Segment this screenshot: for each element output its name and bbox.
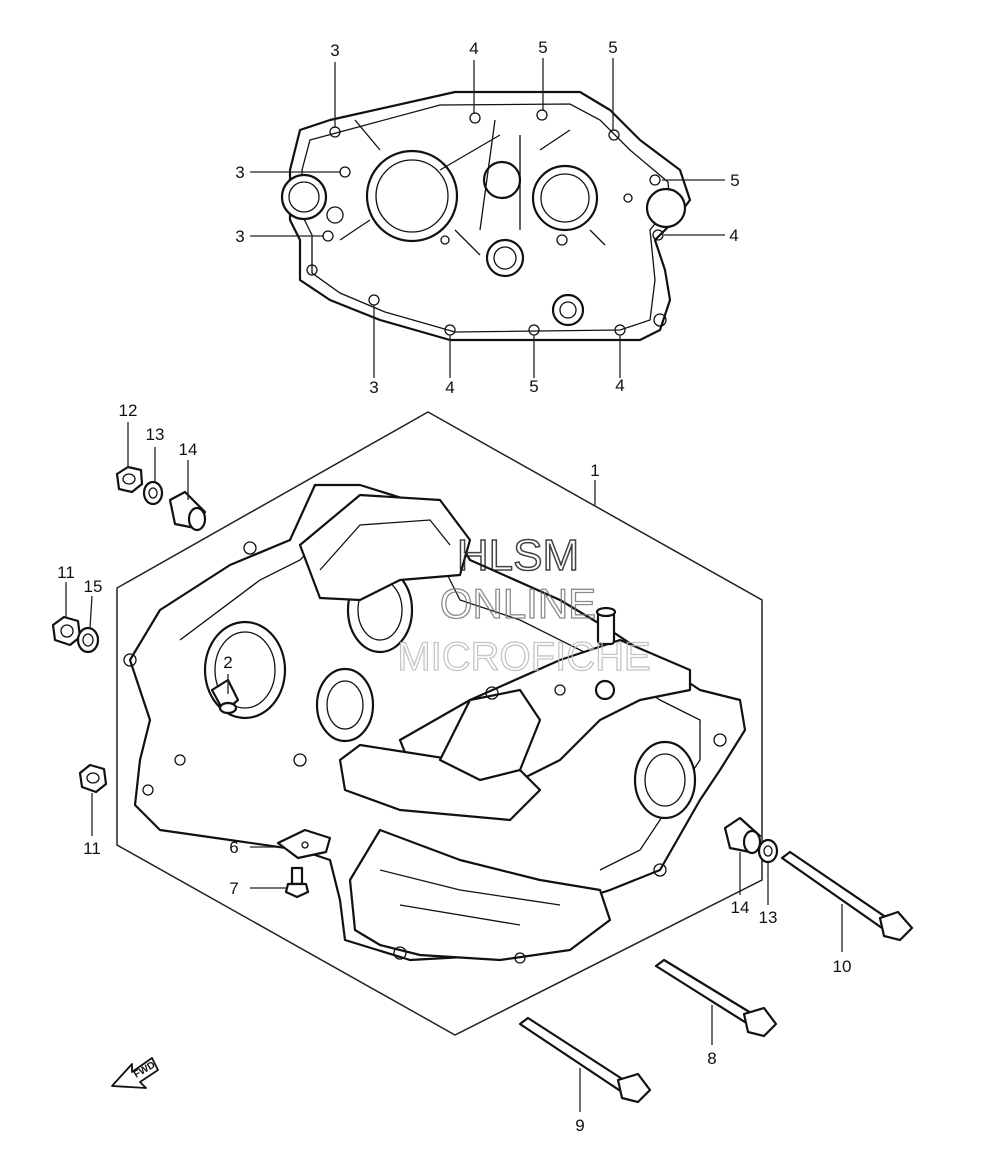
assembly-outline-box <box>116 411 763 1036</box>
callout-3: 3 <box>369 378 378 397</box>
callout-3: 3 <box>330 41 339 60</box>
watermark-line-3: MICROFICHE <box>397 635 650 679</box>
body-leader-lines <box>65 422 843 1112</box>
callout-11: 11 <box>57 563 75 582</box>
part-13-washer-right <box>757 838 779 864</box>
callout-13: 13 <box>146 425 165 444</box>
callout-8: 8 <box>707 1049 716 1068</box>
callout-numbers: 3 4 5 5 3 5 3 4 3 4 5 4 1 2 6 7 8 9 10 1… <box>57 38 851 1135</box>
part-13-washer-top <box>142 480 164 506</box>
crankcase-body <box>123 483 747 964</box>
top-leader-lines <box>250 58 725 378</box>
callout-5: 5 <box>608 38 617 57</box>
callout-5: 5 <box>529 377 538 396</box>
callout-14: 14 <box>731 898 750 917</box>
callout-4: 4 <box>729 226 738 245</box>
callout-3: 3 <box>235 227 244 246</box>
callout-15: 15 <box>84 577 103 596</box>
callout-4: 4 <box>469 39 478 58</box>
callout-4: 4 <box>445 378 454 397</box>
part-7-screw <box>284 866 310 899</box>
callout-4: 4 <box>615 376 624 395</box>
callout-3: 3 <box>235 163 244 182</box>
callout-2: 2 <box>223 653 232 672</box>
callout-13: 13 <box>759 908 778 927</box>
callout-9: 9 <box>575 1116 584 1135</box>
callout-5: 5 <box>730 171 739 190</box>
callout-6: 6 <box>229 838 238 857</box>
callout-12: 12 <box>119 401 138 420</box>
part-6-clip <box>276 828 332 860</box>
callout-11: 11 <box>83 839 101 858</box>
part-9-bolt <box>518 1016 652 1104</box>
part-14-spacer-top <box>168 490 207 532</box>
watermark: HLSM ONLINE MICROFICHE <box>397 530 652 679</box>
callout-7: 7 <box>229 879 238 898</box>
part-12-nut <box>115 465 144 494</box>
part-11-nut-left <box>51 615 82 647</box>
watermark-line-1: HLSM <box>457 531 579 580</box>
callout-14: 14 <box>179 440 198 459</box>
part-14-spacer-right <box>723 816 762 855</box>
callout-1: 1 <box>590 461 599 480</box>
watermark-line-2: ONLINE <box>440 580 596 627</box>
callout-10: 10 <box>833 957 852 976</box>
part-10-bolt <box>780 850 914 942</box>
callout-5: 5 <box>538 38 547 57</box>
crankcase-gasket-drawing <box>280 90 692 342</box>
fwd-arrow-icon: FWD <box>111 1057 159 1089</box>
part-15-washer <box>76 626 100 654</box>
part-8-bolt <box>654 958 778 1038</box>
part-11-nut-lower <box>78 763 108 794</box>
